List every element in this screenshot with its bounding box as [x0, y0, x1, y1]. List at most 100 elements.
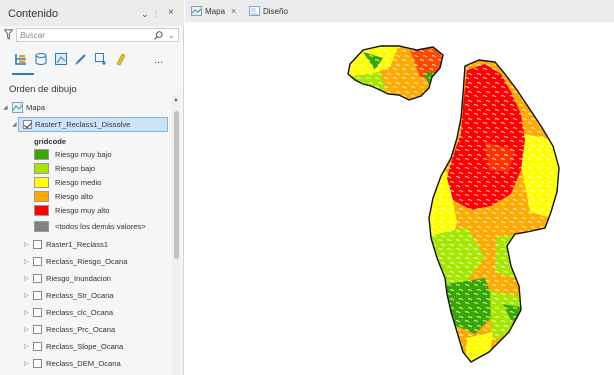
map-label: Mapa — [26, 103, 45, 112]
layer-item[interactable]: ▷ Riesgo_Inundacion — [0, 272, 170, 286]
drawing-order-heading: Orden de dibujo — [9, 84, 77, 95]
legend-label: Riesgo muy alto — [55, 206, 110, 215]
legend-item[interactable]: Riesgo bajo — [0, 162, 170, 176]
search-icon[interactable] — [154, 31, 163, 40]
layer-label: Reclass_Prc_Ocana — [46, 325, 116, 334]
tab-layout[interactable]: Diseño — [249, 4, 303, 20]
legend-label: Riesgo bajo — [55, 164, 96, 173]
risk-map-canvas[interactable] — [185, 22, 614, 375]
expand-icon[interactable]: ▷ — [24, 327, 29, 333]
layer-label: Reclass_DEM_Ocana — [46, 359, 121, 368]
legend-item[interactable]: Riesgo muy alto — [0, 204, 170, 218]
tab-label: Diseño — [263, 7, 288, 16]
contents-toolbar: ... — [14, 50, 174, 72]
layer-item[interactable]: ▷ Reclass_Str_Ocana — [0, 289, 170, 303]
expand-icon[interactable]: ▷ — [24, 310, 29, 316]
list-by-editing-icon[interactable] — [74, 52, 88, 66]
expand-icon[interactable]: ▷ — [24, 344, 29, 350]
more-options-button[interactable]: ... — [154, 54, 164, 66]
layer-label: Reclass_Riesgo_Ocana — [46, 257, 128, 266]
legend-item[interactable]: Riesgo muy bajo — [0, 148, 170, 162]
field-label: gridcode — [34, 137, 67, 146]
expand-icon[interactable]: ▷ — [24, 361, 29, 367]
filter-icon[interactable] — [4, 29, 13, 40]
layer-item[interactable]: ▷ Reclass_Riesgo_Ocana — [0, 255, 170, 269]
expand-icon[interactable]: ▷ — [24, 242, 29, 248]
legend-swatch[interactable] — [34, 177, 49, 188]
pane-pin-button[interactable]: ⫶ — [155, 9, 158, 19]
legend-swatch[interactable] — [34, 221, 49, 232]
map-view[interactable] — [185, 22, 614, 375]
layer-visibility-checkbox[interactable] — [33, 342, 42, 351]
boundary-outline — [428, 59, 560, 363]
layer-item[interactable]: ▷ Reclass_Prc_Ocana — [0, 323, 170, 337]
view-tabs: Mapa × Diseño — [185, 0, 614, 22]
map-node[interactable]: ◢ Mapa — [0, 101, 170, 115]
list-by-snapping-icon[interactable] — [94, 52, 108, 66]
expand-icon[interactable]: ▷ — [24, 276, 29, 282]
layer-visibility-checkbox[interactable] — [33, 359, 42, 368]
pane-menu-button[interactable]: ⌄ — [141, 9, 149, 19]
legend-label: Riesgo medio — [55, 178, 102, 187]
legend-swatch[interactable] — [34, 163, 49, 174]
layer-visibility-checkbox[interactable] — [33, 274, 42, 283]
legend-swatch[interactable] — [34, 149, 49, 160]
collapse-icon[interactable]: ◢ — [3, 105, 8, 111]
pane-close-button[interactable]: × — [168, 7, 174, 18]
legend-swatch[interactable] — [34, 205, 49, 216]
layer-label: Reclass_clc_Ocana — [46, 308, 114, 317]
list-by-source-icon[interactable] — [34, 52, 48, 66]
search-bar: Buscar ⌄ — [2, 28, 180, 42]
legend-label: <todos los demás valores> — [55, 222, 146, 231]
layer-visibility-checkbox[interactable] — [33, 240, 42, 249]
legend-item[interactable]: <todos los demás valores> — [0, 220, 170, 234]
layer-label: Reclass_Str_Ocana — [46, 291, 114, 300]
layer-visibility-checkbox[interactable] — [33, 257, 42, 266]
list-by-selection-icon[interactable] — [54, 52, 68, 66]
layer-label: Raster1_Reclass1 — [46, 240, 109, 249]
layer-item[interactable]: ▷ Reclass_clc_Ocana — [0, 306, 170, 320]
layout-icon — [249, 6, 260, 16]
layer-item[interactable]: ▷ Reclass_DEM_Ocana — [0, 357, 170, 371]
legend-label: Riesgo muy bajo — [55, 150, 112, 159]
risk-polygon-north-west — [348, 46, 443, 100]
boundary-outline — [347, 45, 444, 101]
scroll-up-icon[interactable]: ▲ — [173, 97, 179, 103]
map-icon — [191, 6, 202, 16]
pane-header: Contenido ⌄ ⫶ × — [0, 0, 184, 26]
search-input[interactable]: Buscar ⌄ — [16, 28, 179, 42]
layer-tree: ◢ Mapa ◢ RasterT_Reclass1_Dissolve gridc… — [0, 97, 170, 375]
layer-item[interactable]: ▷ Raster1_Reclass1 — [0, 238, 170, 252]
map-icon — [12, 102, 23, 113]
list-by-drawing-order-icon[interactable] — [14, 52, 28, 66]
layer-visibility-checkbox[interactable] — [33, 291, 42, 300]
layer-item[interactable]: ▷ Reclass_Slope_Ocana — [0, 340, 170, 354]
tree-scrollbar[interactable]: ▲ — [172, 95, 180, 375]
tab-close-icon[interactable]: × — [231, 6, 237, 16]
legend-label: Riesgo alto — [55, 192, 93, 201]
tab-map[interactable]: Mapa × — [191, 4, 243, 20]
search-placeholder: Buscar — [20, 31, 45, 40]
collapse-icon[interactable]: ◢ — [12, 122, 17, 128]
layer-label: RasterT_Reclass1_Dissolve — [35, 120, 131, 129]
contents-pane: Contenido ⌄ ⫶ × Buscar ⌄ — [0, 0, 184, 375]
risk-polygon-main — [429, 60, 559, 362]
layer-visibility-checkbox[interactable] — [33, 325, 42, 334]
list-by-labeling-icon[interactable] — [114, 52, 128, 66]
tab-label: Mapa — [205, 7, 226, 16]
legend-item[interactable]: Riesgo medio — [0, 176, 170, 190]
expand-icon[interactable]: ▷ — [24, 293, 29, 299]
chevron-down-icon[interactable]: ⌄ — [168, 31, 175, 40]
scroll-thumb[interactable] — [173, 111, 179, 259]
expand-icon[interactable]: ▷ — [24, 259, 29, 265]
layer-item-selected[interactable]: ◢ RasterT_Reclass1_Dissolve — [12, 117, 168, 132]
layer-visibility-checkbox[interactable] — [33, 308, 42, 317]
layer-visibility-checkbox[interactable] — [23, 120, 32, 129]
pane-title: Contenido — [8, 8, 59, 20]
layer-label: Riesgo_Inundacion — [46, 274, 112, 283]
symbology-field: gridcode — [0, 135, 170, 149]
legend-swatch[interactable] — [34, 191, 49, 202]
active-view-indicator — [12, 73, 34, 75]
layer-label: Reclass_Slope_Ocana — [46, 342, 124, 351]
legend-item[interactable]: Riesgo alto — [0, 190, 170, 204]
